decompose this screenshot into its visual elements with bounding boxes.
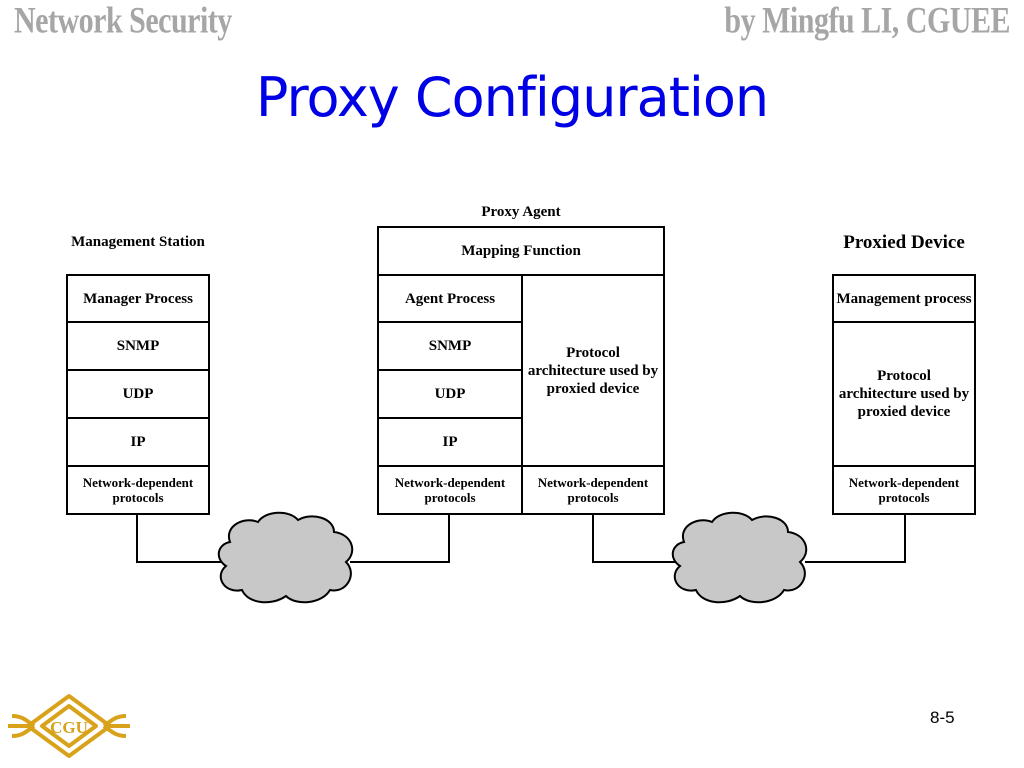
management-process-layer: Management process: [832, 274, 976, 323]
agent-process-layer: Agent Process: [377, 274, 523, 323]
link-proxy-to-cloud: [592, 514, 680, 563]
logo-lettering: CGU: [50, 718, 88, 737]
slide-title: Proxy Configuration: [255, 66, 769, 129]
proxy-device-network-dependent-layer: Network-dependent protocols: [521, 465, 665, 515]
link-station-to-cloud: [136, 514, 226, 563]
mapping-function-layer: Mapping Function: [377, 226, 665, 276]
network-cloud-left-icon: [217, 511, 354, 604]
link-cloud-to-proxy: [350, 514, 450, 563]
udp-layer: UDP: [66, 369, 210, 419]
link-cloud-to-device: [805, 514, 906, 563]
proxy-ip-layer: IP: [377, 417, 523, 467]
device-network-dependent-layer: Network-dependent protocols: [832, 465, 976, 515]
proxy-udp-layer: UDP: [377, 369, 523, 419]
proxied-protocol-architecture-layer: Protocol architecture used by proxied de…: [521, 274, 665, 467]
network-cloud-right-icon: [671, 511, 808, 604]
device-protocol-architecture-layer: Protocol architecture used by proxied de…: [832, 321, 976, 467]
page-number: 8-5: [930, 708, 955, 727]
university-logo: CGU: [8, 694, 130, 758]
manager-process-layer: Manager Process: [66, 274, 210, 323]
header-author: by Mingfu LI, CGUEE: [724, 0, 1010, 42]
snmp-layer: SNMP: [66, 321, 210, 371]
proxy-snmp-layer: SNMP: [377, 321, 523, 371]
proxy-agent-label: Proxy Agent: [481, 204, 561, 220]
network-dependent-layer: Network-dependent protocols: [66, 465, 210, 515]
ip-layer: IP: [66, 417, 210, 467]
management-station-label: Management Station: [71, 234, 205, 250]
proxy-network-dependent-layer: Network-dependent protocols: [377, 465, 523, 515]
proxied-device-label: Proxied Device: [843, 232, 965, 253]
header-course-title: Network Security: [14, 0, 232, 42]
